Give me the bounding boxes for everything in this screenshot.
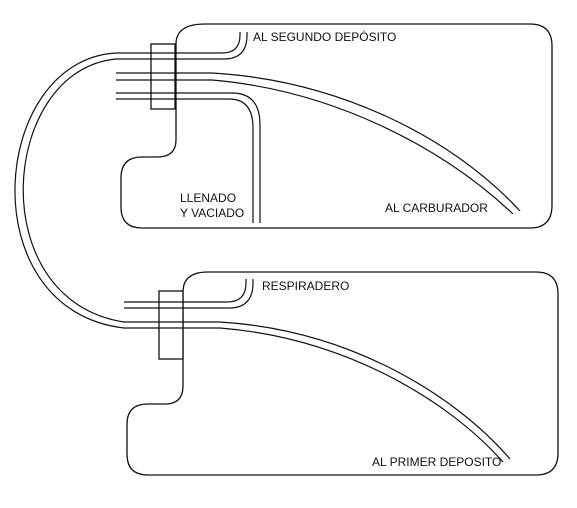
- breather-pipe-outer: [124, 279, 247, 303]
- carburetor-pipe-upper-wall: [116, 72, 521, 212]
- upper-top-pipe: [116, 32, 241, 54]
- first-deposit-pipe-lower-wall: [124, 327, 504, 463]
- connecting-hose-inner: [22, 58, 125, 323]
- fill-drain-pipe-outer: [116, 92, 261, 223]
- label-segundo-deposito: AL SEGUNDO DEPÓSITO: [253, 29, 396, 44]
- upper-top-pipe-inner: [116, 32, 248, 60]
- label-llenado-line2: Y VACIADO: [180, 206, 244, 220]
- lower-clamp-block: [158, 290, 184, 360]
- upper-tank-outline: [120, 23, 553, 229]
- connecting-hose-outer: [14, 52, 125, 329]
- carburetor-pipe-lower-wall: [116, 79, 514, 215]
- label-llenado-line1: LLENADO: [180, 191, 236, 205]
- label-respiradero: RESPIRADERO: [262, 279, 349, 293]
- label-carburador: AL CARBURADOR: [385, 201, 488, 215]
- breather-pipe-inner: [124, 279, 254, 309]
- upper-clamp-block: [150, 43, 176, 110]
- label-primer-deposito: AL PRIMER DEPOSITO: [372, 455, 501, 469]
- first-deposit-pipe-upper-wall: [124, 321, 511, 460]
- fill-drain-pipe-inner: [116, 98, 254, 223]
